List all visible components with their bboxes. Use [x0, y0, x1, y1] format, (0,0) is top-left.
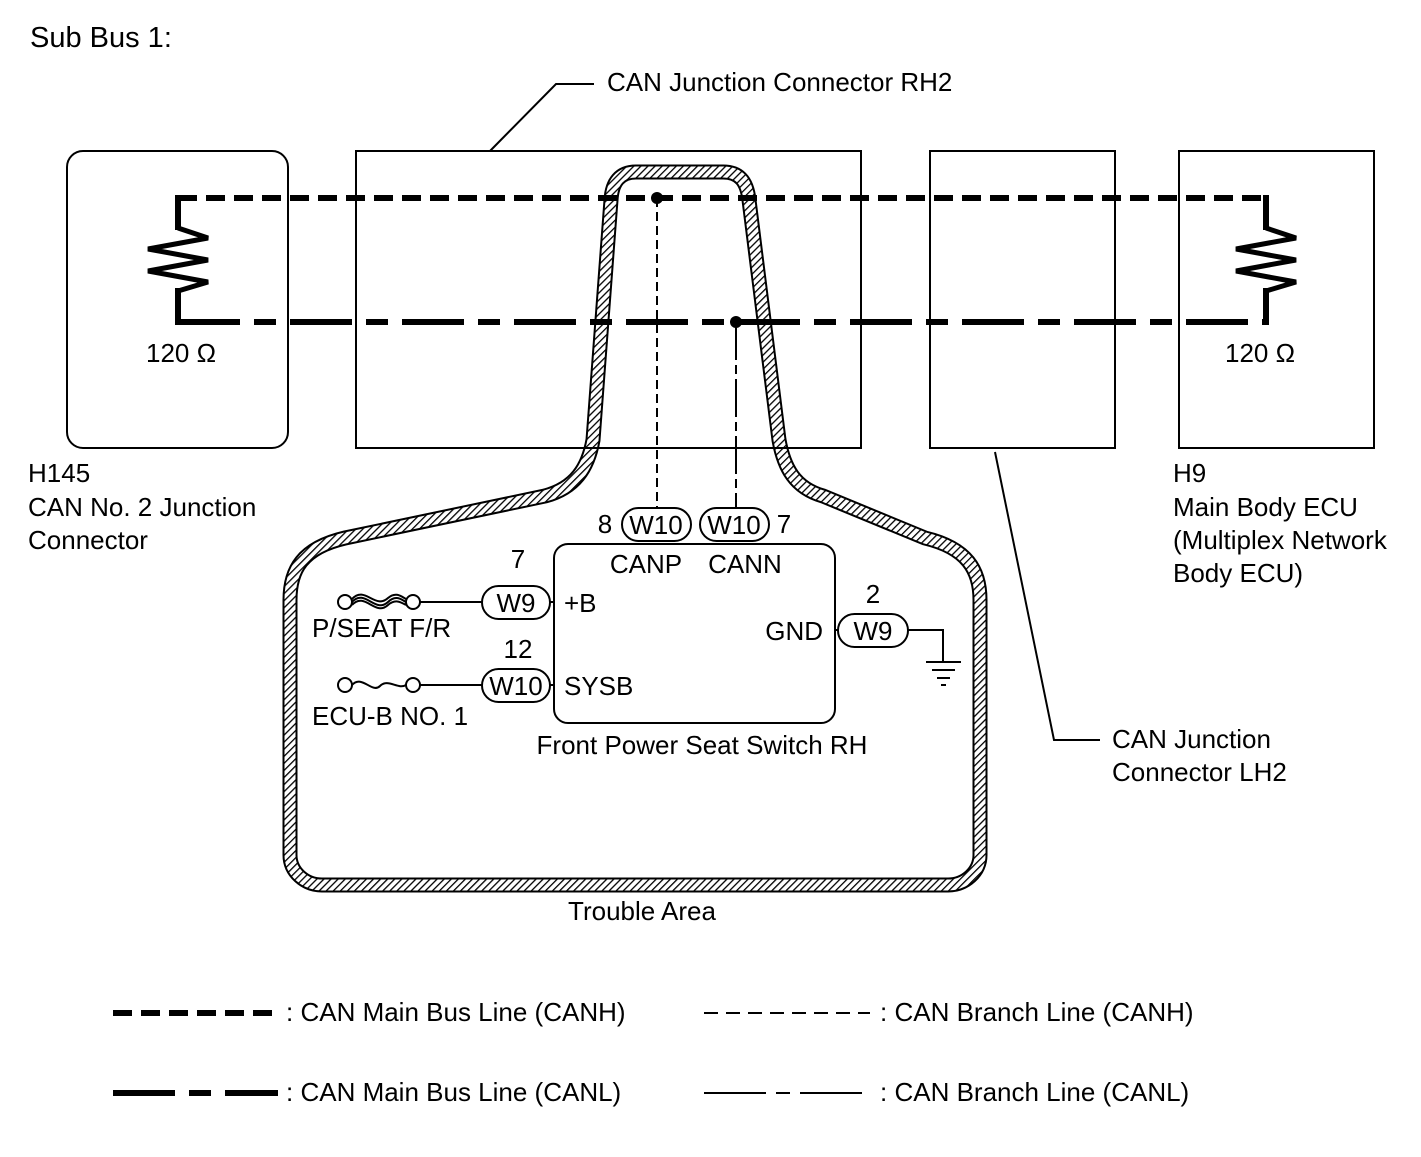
- sysb-terminal-label: SYSB: [564, 671, 633, 701]
- junction-rh2-label: CAN Junction Connector RH2: [607, 67, 952, 97]
- trouble-area-outline: [282, 164, 988, 893]
- ground-symbol-icon: [908, 629, 961, 686]
- legend-branch-canl-label: : CAN Branch Line (CANL): [880, 1077, 1189, 1107]
- cann-pin-number: 7: [777, 509, 791, 539]
- junction-lh2-label-line1: CAN Junction: [1112, 724, 1271, 754]
- sysb-connector-oval: [481, 668, 551, 703]
- h9-resistance-label: 120 Ω: [1225, 338, 1295, 368]
- b-terminal-label: +B: [564, 588, 597, 618]
- pseat-fuse-icon: [337, 593, 421, 610]
- junction-lh2-label-line2: Connector LH2: [1112, 757, 1287, 787]
- cann-terminal-label: CANN: [708, 549, 782, 579]
- h145-resistor-icon: [147, 225, 209, 294]
- legend-branch-canh-label: : CAN Branch Line (CANH): [880, 997, 1194, 1027]
- can-main-bus-canl: [175, 288, 1269, 325]
- gnd-terminal-label: GND: [765, 616, 823, 646]
- h145-connector-box: [66, 150, 289, 449]
- h145-code: H145: [28, 458, 90, 488]
- legend-main-canl-label: : CAN Main Bus Line (CANL): [286, 1077, 621, 1107]
- trouble-area-label: Trouble Area: [568, 896, 716, 926]
- canp-connector-oval: [621, 507, 692, 542]
- canp-pin-number: 8: [598, 509, 612, 539]
- h9-name-line2: (Multiplex Network: [1173, 525, 1388, 555]
- b-connector-oval: [481, 585, 551, 620]
- sysb-pin-number: 12: [504, 634, 533, 664]
- front-power-seat-switch-box: [553, 543, 836, 724]
- ecub-fuse-label: ECU-B NO. 1: [312, 701, 468, 731]
- b-connector-code: W9: [497, 588, 536, 618]
- diagram-title: Sub Bus 1:: [30, 22, 172, 54]
- canh-splice-dot: [651, 192, 663, 204]
- h9-code: H9: [1173, 458, 1206, 488]
- canp-terminal-label: CANP: [610, 549, 682, 579]
- ecub-fuse-icon: [337, 677, 421, 693]
- switch-name-label: Front Power Seat Switch RH: [537, 730, 868, 760]
- junction-lh2-box: [929, 150, 1116, 449]
- h9-name-line1: Main Body ECU: [1173, 492, 1358, 522]
- h9-resistor-icon: [1235, 225, 1297, 294]
- canp-connector-code: W10: [629, 510, 682, 540]
- pseat-fuse-label: P/SEAT F/R: [312, 613, 451, 643]
- gnd-pin-number: 2: [866, 579, 880, 609]
- junction-rh2-box: [355, 150, 862, 449]
- cann-connector-code: W10: [707, 510, 760, 540]
- cann-connector-oval: [699, 507, 770, 542]
- h9-main-body-ecu-box: [1178, 150, 1375, 449]
- canl-splice-dot: [730, 316, 742, 328]
- h145-name-line2: Connector: [28, 525, 148, 555]
- sysb-connector-code: W10: [489, 671, 542, 701]
- h145-name-line1: CAN No. 2 Junction: [28, 492, 256, 522]
- junction-rh2-leader: [489, 83, 594, 152]
- h9-name-line3: Body ECU): [1173, 558, 1303, 588]
- junction-lh2-leader: [994, 451, 1100, 741]
- gnd-connector-code: W9: [854, 616, 893, 646]
- legend: : CAN Main Bus Line (CANH) : CAN Branch …: [113, 997, 1194, 1107]
- legend-main-canh-label: : CAN Main Bus Line (CANH): [286, 997, 626, 1027]
- h145-resistance-label: 120 Ω: [146, 338, 216, 368]
- can-main-bus-canh: [175, 195, 1269, 230]
- b-pin-number: 7: [511, 544, 525, 574]
